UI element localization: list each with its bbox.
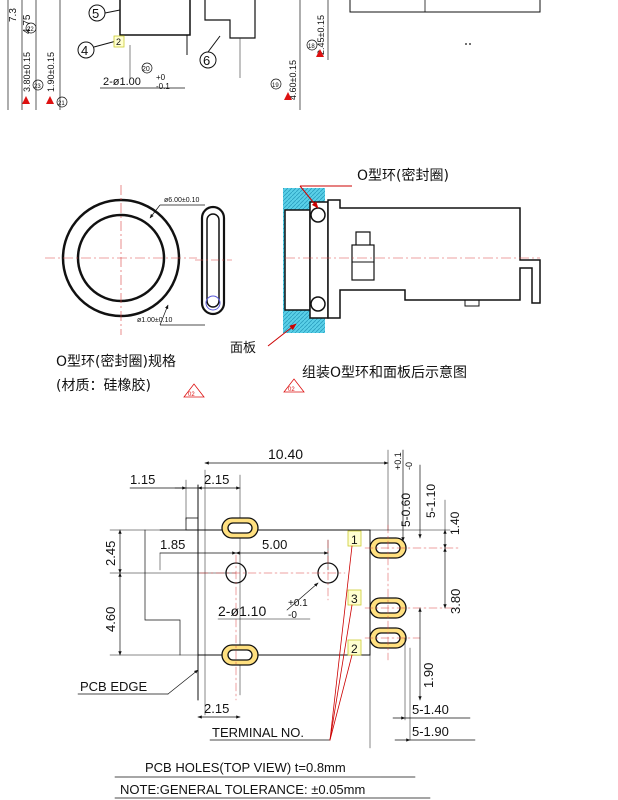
- hole-tol-plus: +0.1: [288, 598, 308, 609]
- dim-1-90-right: 1.90: [421, 663, 436, 688]
- dim-4-60: 4.60±0.15: [288, 60, 298, 100]
- top-hole-tol-minus: -0.1: [156, 82, 170, 91]
- slot-dim: 5-0.60: [399, 493, 413, 527]
- terminal-no-3: 3: [351, 592, 358, 606]
- top-hole-dim: 2-ø1.00: [103, 76, 141, 88]
- slot-tol-plus: +0.1: [393, 452, 403, 470]
- terminal-no-2: 2: [351, 642, 358, 656]
- oring-od-label: ø6.00±0.10: [164, 197, 199, 204]
- slot-tol-minus: -0: [404, 462, 414, 470]
- rev-mark-2: 02: [288, 387, 295, 393]
- terminal-no-1: 1: [351, 533, 358, 547]
- circled-23: 23: [34, 84, 41, 90]
- dim-1-90: 1.90±0.15: [46, 52, 56, 92]
- circled-21: 21: [58, 101, 65, 107]
- dim-7-3: 7.3: [8, 8, 19, 22]
- pcb-edge-label: PCB EDGE: [80, 679, 148, 694]
- hole-dim: 2-ø1.10: [218, 603, 266, 619]
- oring-wire-label: ø1.00±0.10: [137, 317, 172, 324]
- pcb-holes-view: 10.40 1.15 2.15 1.85 5.00 2.45 4.60: [77, 446, 476, 799]
- top-partial-view: 7.3 4.75 3.80±0.15 1.90±0.15 5 4 2 6 20 …: [7, 0, 541, 110]
- dim-top-width: 10.40: [268, 446, 303, 462]
- dim-gap-top: 2.15: [204, 472, 229, 487]
- top-hole-tol-plus: +0: [156, 73, 166, 82]
- panel-label: 面板: [230, 341, 256, 356]
- dim-5-00: 5.00: [262, 537, 287, 552]
- oring-section: ø6.00±0.10 ø1.00±0.10 O型环(密封圈) 面板 O型环(密封…: [45, 167, 541, 398]
- terminal-box-2: [113, 35, 125, 48]
- rev-mark-1: 02: [188, 392, 195, 398]
- pcb-caption: PCB HOLES(TOP VIEW) t=0.8mm: [145, 760, 346, 775]
- dim-1-85: 1.85: [160, 537, 185, 552]
- oring-title-1: O型环(密封圈)规格: [56, 353, 176, 370]
- dim-left-off: 1.15: [130, 472, 155, 487]
- callout-5: 5: [92, 6, 99, 21]
- callout-6: 6: [203, 53, 210, 68]
- assembly-caption: 组装O型环和面板后示意图: [302, 364, 467, 381]
- dim-5-1-40: 5-1.40: [412, 702, 449, 717]
- dim-2-45: 2.45±0.15: [316, 15, 326, 55]
- dim-2-45-left: 2.45: [103, 541, 118, 566]
- circled-18: 18: [308, 44, 315, 50]
- callout-2: 2: [116, 37, 121, 47]
- dim-3-80-right: 3.80: [448, 589, 463, 614]
- oring-callout-label: O型环(密封圈): [357, 167, 449, 184]
- oring-title-2: (材质：硅橡胶): [56, 377, 151, 394]
- terminal-label: TERMINAL NO.: [212, 725, 304, 740]
- hole-tol-minus: -0: [288, 610, 297, 621]
- dim-gap-bottom: 2.15: [204, 701, 229, 716]
- dim-4-60-left: 4.60: [103, 607, 118, 632]
- callout-4: 4: [81, 43, 88, 58]
- circled-20: 20: [142, 66, 150, 73]
- dim-1-40-right: 1.40: [448, 511, 462, 535]
- tolerance-note: NOTE:GENERAL TOLERANCE: ±0.05mm: [120, 782, 365, 797]
- circled-19: 19: [272, 83, 279, 89]
- circled-22: 22: [27, 27, 34, 33]
- dim-5-1-10: 5-1.10: [424, 484, 438, 518]
- dim-3-80: 3.80±0.15: [22, 52, 32, 92]
- dim-5-1-90: 5-1.90: [412, 724, 449, 739]
